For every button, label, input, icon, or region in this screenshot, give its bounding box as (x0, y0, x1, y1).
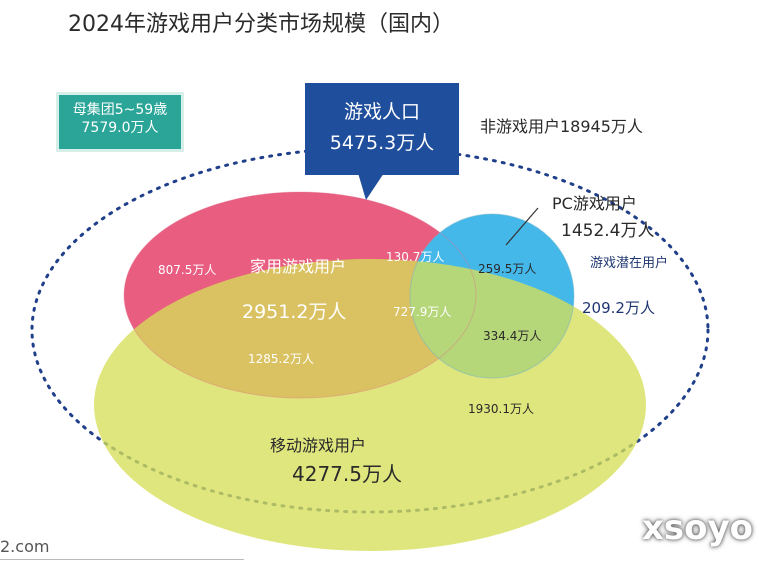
segment-mobile-only: 1930.1万人 (468, 402, 534, 416)
pc-users-label: PC游戏用户 (552, 194, 637, 213)
mother-set-box: 母集团5~59歳 7579.0万人 (56, 92, 184, 152)
potential-users-label: 游戏潜在用户 (590, 256, 669, 271)
segment-pc-only: 259.5万人 (478, 262, 537, 276)
segment-home-only: 807.5万人 (158, 263, 217, 277)
pc-users-value: 1452.4万人 (561, 221, 655, 241)
segment-home-pc: 130.7万人 (386, 250, 445, 264)
game-population-value: 5475.3万人 (329, 132, 435, 154)
mother-set-age-range: 母集团5~59歳 (72, 102, 168, 118)
potential-users-value: 209.2万人 (582, 299, 655, 317)
mobile-users-label: 移动游戏用户 (270, 436, 367, 455)
home-users-value: 2951.2万人 (242, 301, 347, 323)
segment-pc-mobile: 334.4万人 (483, 329, 542, 343)
game-population-box: 游戏人口 5475.3万人 (305, 83, 459, 175)
home-users-label: 家用游戏用户 (250, 257, 347, 276)
watermark-logo: xsoyo (641, 508, 753, 548)
page-title: 2024年游戏用户分类市场规模（国内） (68, 12, 454, 37)
population-callout-pointer (358, 173, 384, 200)
non-game-users-label: 非游戏用户18945万人 (480, 117, 643, 136)
mobile-users-value: 4277.5万人 (292, 462, 402, 486)
segment-all-three: 727.9万人 (393, 305, 452, 319)
home-overlap-outline (123, 191, 477, 399)
pc-overlap-outline (409, 213, 575, 379)
footer-divider (0, 559, 244, 560)
mother-set-value: 7579.0万人 (81, 120, 159, 136)
segment-home-mobile: 1285.2万人 (248, 352, 314, 366)
mobile-users-ellipse (94, 259, 646, 551)
footer-site-text: 2.com (0, 537, 50, 556)
pc-callout-line (505, 207, 539, 246)
game-population-label: 游戏人口 (343, 101, 420, 123)
